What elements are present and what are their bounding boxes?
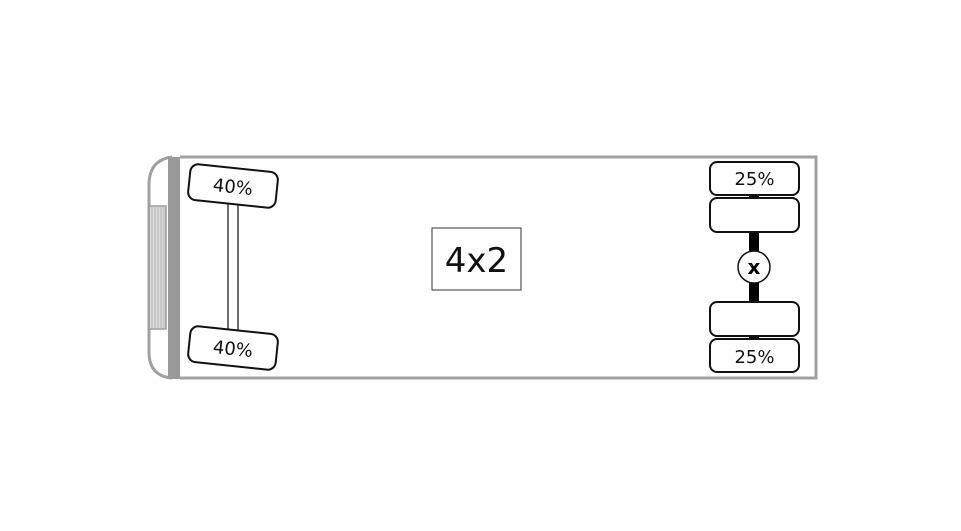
rear-tire-outer-right: 25% <box>709 338 800 373</box>
vehicle-body-outline <box>180 155 818 380</box>
rear-tire-inner-right <box>709 301 800 337</box>
front-bumper <box>168 157 180 379</box>
front-tire-right: 40% <box>187 325 279 371</box>
rear-tire-inner-left <box>709 197 800 233</box>
differential-icon: x <box>737 250 771 284</box>
rear-tire-outer-left-label: 25% <box>734 169 774 190</box>
front-grille <box>148 205 167 330</box>
front-tire-right-label: 40% <box>212 337 254 362</box>
rear-tire-outer-left: 25% <box>709 161 800 196</box>
front-tire-left-label: 40% <box>212 175 254 200</box>
rear-tire-outer-right-label: 25% <box>734 347 774 368</box>
front-tire-left: 40% <box>187 163 279 209</box>
configuration-label: 4x2 <box>445 241 508 281</box>
differential-label: x <box>748 255 761 279</box>
configuration-box <box>431 227 522 291</box>
front-axle <box>227 200 239 332</box>
